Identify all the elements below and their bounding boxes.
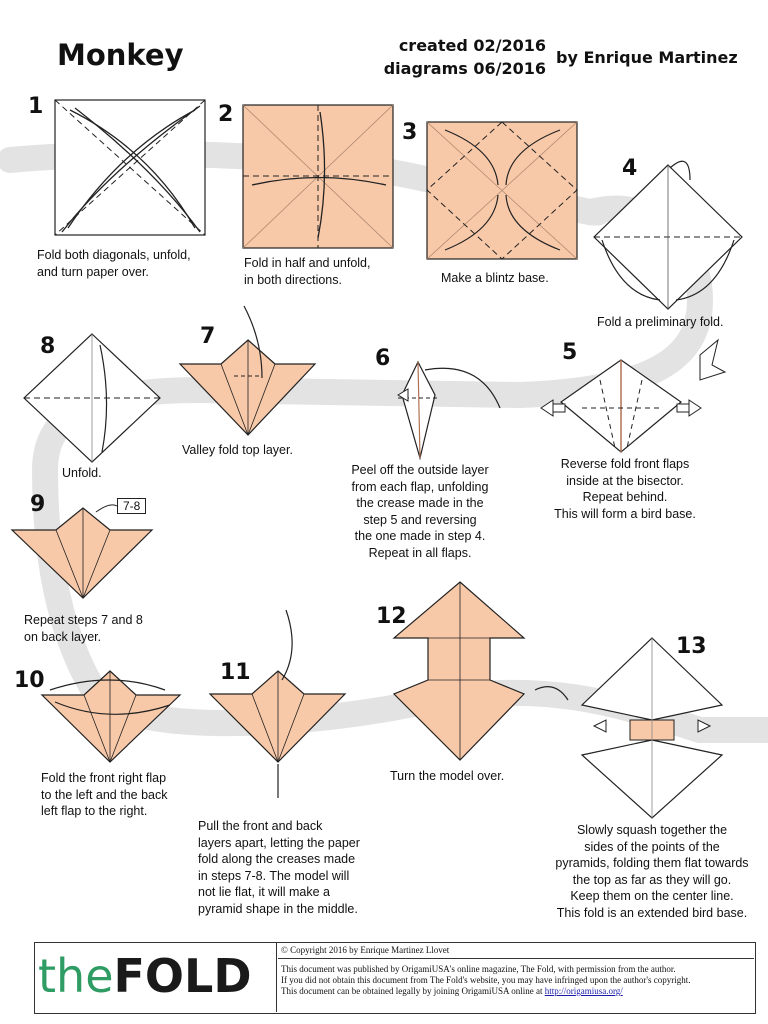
step-8-caption: Unfold. (62, 466, 102, 480)
step-6-number: 6 (375, 346, 391, 371)
step-11-caption: Pull the front and back layers apart, le… (198, 819, 360, 916)
step-4-number: 4 (622, 156, 638, 181)
step-13-number: 13 (676, 634, 707, 659)
step-2-number: 2 (218, 102, 234, 127)
footer-box (34, 942, 756, 1014)
step-4-caption: Fold a preliminary fold. (597, 315, 724, 329)
step-3-number: 3 (402, 120, 418, 145)
origamiusa-link[interactable]: http://origamiusa.org/ (544, 986, 623, 996)
step-6-caption: Peel off the outside layer from each fla… (351, 463, 489, 560)
step-9-number: 9 (30, 492, 46, 517)
author: by Enrique Martinez (556, 48, 738, 67)
step-5-caption: Reverse fold front flaps inside at the b… (554, 457, 696, 521)
footer-rule (278, 958, 754, 959)
step-3-caption: Make a blintz base. (441, 271, 549, 285)
step-9-caption: Repeat steps 7 and 8 on back layer. (24, 613, 143, 644)
footer-notice: This document was published by OrigamiUS… (281, 964, 691, 996)
step-12-caption: Turn the model over. (390, 769, 505, 783)
page-title: Monkey (57, 38, 184, 72)
copyright: © Copyright 2016 by Enrique Martinez Llo… (281, 945, 450, 955)
diagrams-date: diagrams 06/2016 (383, 59, 546, 78)
repeat-badge: 7-8 (117, 498, 147, 514)
step-7-caption: Valley fold top layer. (182, 443, 293, 457)
step-2-caption: Fold in half and unfold, in both directi… (244, 256, 371, 287)
step-10-caption: Fold the front right flap to the left an… (41, 771, 168, 818)
step-10-number: 10 (14, 668, 45, 693)
step-1-caption: Fold both diagonals, unfold, and turn pa… (37, 248, 191, 279)
dates: created 02/2016 diagrams 06/2016 (380, 34, 546, 80)
created-date: created 02/2016 (398, 36, 546, 55)
step-11-number: 11 (220, 660, 251, 685)
footer-divider (276, 942, 277, 1012)
step-5-number: 5 (562, 340, 578, 365)
step-8-number: 8 (40, 334, 56, 359)
thefold-logo: theFOLD (38, 949, 252, 1003)
step-12-number: 12 (376, 604, 407, 629)
step-13-caption: Slowly squash together the sides of the … (555, 823, 749, 920)
step-7-number: 7 (200, 324, 216, 349)
step-1-number: 1 (28, 94, 44, 119)
